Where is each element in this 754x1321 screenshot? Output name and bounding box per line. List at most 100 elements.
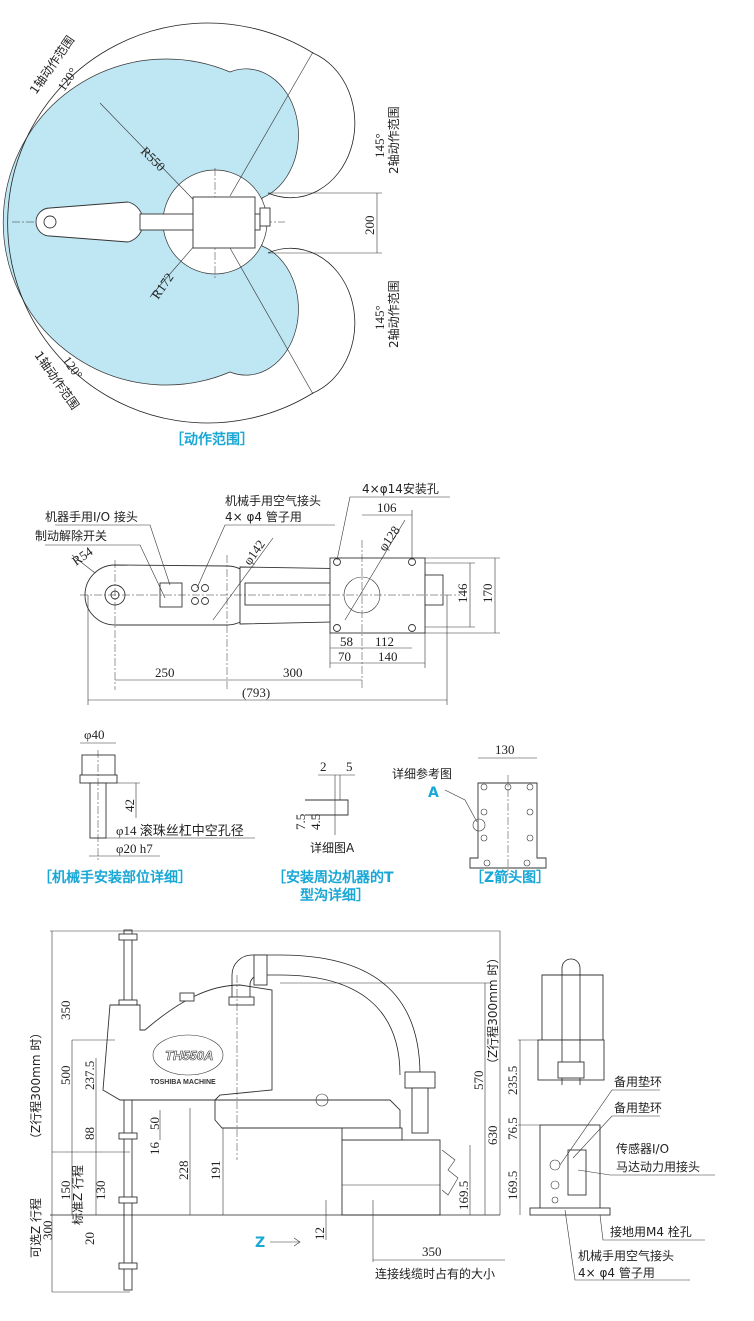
air-joint-label-2: 4× φ4 管子用 [578,1265,655,1280]
dim-350: 350 [58,1001,73,1021]
leader-brake [45,544,166,599]
spare-ring-1: 备用垫环 [614,1074,662,1089]
ref-label: 详细参考图 [392,766,452,781]
ball-screw-shaft [123,929,133,1291]
dim-228: 228 [176,1161,191,1181]
working-range-view: 200 R550 R172 1轴动作范围 120° 1轴动作范围 120° 14… [2,22,401,448]
spare-ring-2: 备用垫环 [614,1100,662,1115]
tslot-caption-1: ［安装周边机器的T [272,869,394,886]
dim-d20: φ20 h7 [116,841,153,856]
flange [81,754,116,778]
dim-130: 130 [93,1181,108,1201]
dim-112: 112 [375,634,394,649]
r54-label: R54 [69,543,96,568]
axis2-label-top: 2轴动作范围 [386,106,401,174]
dim-d14: φ14 滚珠丝杠中空孔径 [116,823,244,838]
dim-7-5: 7.5 [293,814,308,830]
top-connector [179,992,195,1002]
dim-300: 300 [40,1221,55,1241]
dim-70: 70 [338,649,351,664]
rear-cable [561,958,581,1085]
dim-50: 50 [147,1117,162,1130]
ground-hole-label: 接地用M4 栓孔 [610,1224,692,1239]
dim-500: 500 [58,1066,73,1086]
base-plate-top [329,557,426,634]
dim-150: 150 [58,1181,73,1201]
d128-label: φ128 [375,523,403,554]
rear-cable-ring [557,1061,585,1079]
mount-hole [408,624,416,632]
leader-mount [336,496,450,561]
z-arrowhead-icon [293,1237,301,1247]
shaft-clamps [118,933,138,1270]
dim-4-5: 4.5 [308,814,323,830]
range-caption: ［动作范围］ [170,431,254,448]
leader-air [196,524,335,589]
dim-130: 130 [495,742,515,757]
brake-switch-label: 制动解除开关 [35,528,107,543]
dim-16: 16 [147,1142,162,1156]
cable-clamp [441,1149,459,1196]
cable-bracket [424,574,444,606]
base-box [341,1139,441,1216]
dim-146: 146 [455,583,470,603]
rear-base-foot [529,1207,611,1216]
z-arrow-view: 130 详细参考图 A ［Z箭头图］ [392,742,550,886]
dim-140: 140 [378,649,398,664]
base-rear-outline [469,782,547,869]
end-effector-shaft [43,215,57,229]
arm-2 [214,1099,401,1129]
dim-d40: φ40 [84,727,105,742]
dim-200: 200 [362,216,377,236]
z-view-caption: ［Z箭头图］ [470,869,550,886]
motor-power-label: 马达动力用接头 [616,1159,700,1174]
base-plate [192,196,256,249]
leader-ground [599,1214,705,1241]
axis2-angle-bottom: 145° [372,305,387,330]
cable-outer [231,954,421,1076]
leader-motor [577,1169,715,1176]
cable-tube [411,1087,429,1134]
z300-note-left: （Z行程300mm 时） [28,1027,43,1145]
outer-boundary [7,22,356,424]
d142-label: φ142 [240,537,268,568]
rear-view: 235.5 76.5 169.5 备用垫环 备用垫环 传感器I/O 马达动力用接… [505,958,715,1281]
motor-connector [567,1149,587,1196]
angle-line-top [229,51,314,197]
eye-bolt [315,1093,329,1107]
air-joint-label-1: 机械手用空气接头 [578,1248,674,1263]
ref-letter: A [428,785,439,801]
leader-a [444,789,478,823]
cable-ring [404,1071,436,1089]
model-logo: TH550A [165,1048,213,1063]
detail-a-label: 详细图A [310,840,355,855]
air-joint-label-2: 4× φ4 管子用 [225,509,302,524]
rear-body [541,974,604,1041]
dim-2: 2 [320,759,327,774]
leader-ring2 [572,1115,660,1159]
dim-58: 58 [340,634,353,649]
mount-detail-caption: ［机械手安装部位详细］ [38,869,192,886]
mount-hole [333,624,341,632]
cable-elbow [253,954,268,986]
cable-space-label: 连接线缆时占有的大小 [375,1266,495,1281]
optional-stroke-label: 可选Z 行程 [28,1198,43,1258]
dim-793: (793) [242,685,270,700]
dim-235-5: 235.5 [505,1066,520,1095]
logo-ellipse [152,1034,224,1076]
side-view: TH550A TOSHIBA MACHINE [28,929,505,1293]
clamp [79,774,118,784]
dim-106: 106 [377,500,397,515]
dim-169-5: 169.5 [456,1181,471,1210]
leader-d128 [344,519,406,621]
tslot-detail: 2 5 7.5 4.5 详细图A ［安装周边机器的T 型沟详细］ [272,759,394,904]
detail-a-marker [472,818,486,832]
io-connector-label: 机器手用I/O 接头 [45,509,138,524]
dim-88: 88 [82,1127,97,1140]
dim-237-5: 237.5 [82,1061,97,1090]
leader-ring1 [559,1089,660,1166]
air-joints [191,584,209,605]
dim-300: 300 [283,665,303,680]
dim-250: 250 [155,665,175,680]
